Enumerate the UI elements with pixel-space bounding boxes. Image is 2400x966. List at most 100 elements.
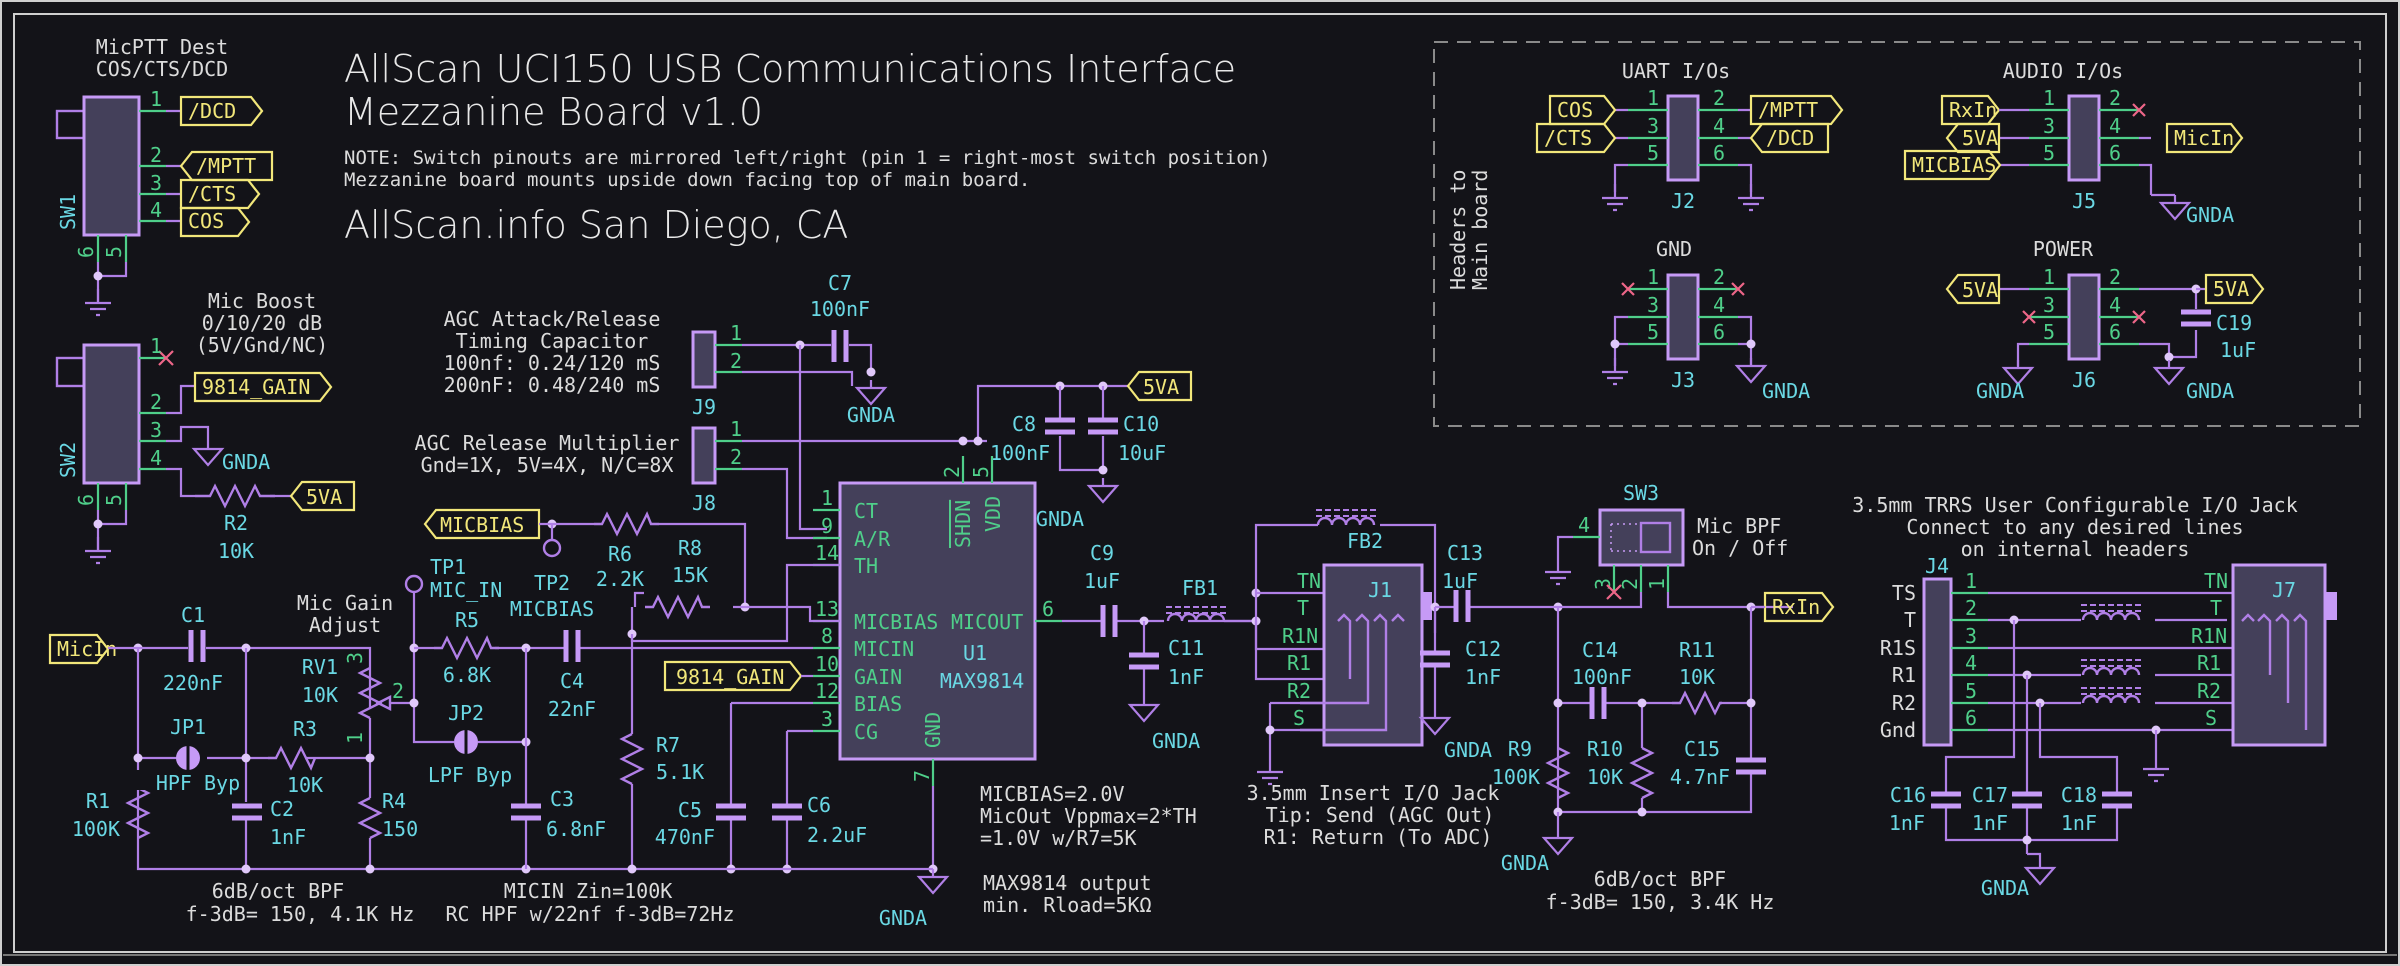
micin-zin-note1: MICIN Zin=100K: [504, 879, 673, 903]
c5-ref: C5: [678, 798, 702, 822]
sw2-caption2: 0/10/20 dB: [202, 311, 322, 335]
sw2-caption1: Mic Boost: [208, 289, 316, 313]
sw3-ref: SW3: [1623, 481, 1659, 505]
title-note2: Mezzanine board mounts upside down facin…: [344, 169, 1030, 191]
rv1-caption1: Mic Gain: [297, 591, 393, 615]
u1-note4: MAX9814 output: [983, 871, 1152, 895]
r7-ref: R7: [656, 733, 680, 757]
j2-pin5: 5: [1647, 141, 1659, 165]
r9-ref: R9: [1508, 737, 1532, 761]
c7-value: 100nF: [810, 297, 870, 321]
r10-ref: R10: [1587, 737, 1623, 761]
r3-ref: R3: [293, 717, 317, 741]
j3-pin5: 5: [1647, 320, 1659, 344]
input-bpf-note2: f-3dB= 150, 4.1K Hz: [186, 902, 415, 926]
u1-pin-micbias-num: 13: [815, 597, 839, 621]
u1-pin-cg-num: 3: [821, 707, 833, 731]
rv1-value: 10K: [302, 683, 338, 707]
sw2-gnda: GNDA: [222, 450, 270, 474]
c9-value: 1uF: [1084, 569, 1120, 593]
title-line2: Mezzanine Board v1.0: [344, 90, 763, 134]
c10-value: 10uF: [1118, 441, 1166, 465]
c7-gnda: GNDA: [847, 403, 895, 427]
j5-pin4: 4: [2109, 114, 2121, 138]
j5-ref: J5: [2072, 189, 2096, 213]
c15-ref: C15: [1684, 737, 1720, 761]
c3-ref: C3: [550, 787, 574, 811]
c11-ref: C11: [1168, 636, 1204, 660]
j2-label-mptt: /MPTT: [1758, 98, 1818, 122]
c4-ref: C4: [560, 669, 584, 693]
jp2-ref: JP2: [448, 701, 484, 725]
output-section: C9 1uF C11 1nF GNDA FB1 J1 TN T R1N R1 R…: [1062, 509, 1501, 849]
sw1-caption2: COS/CTS/DCD: [96, 57, 228, 81]
sw2-pin4: 4: [150, 446, 162, 470]
c6-ref: C6: [807, 793, 831, 817]
j7-pin-r1: R1: [2197, 651, 2221, 675]
u1-pin-ct-num: 1: [821, 486, 833, 510]
c13-ref: C13: [1447, 541, 1483, 565]
c12-value: 1nF: [1465, 665, 1501, 689]
r4-ref: R4: [382, 789, 406, 813]
c10-gnda: GNDA: [1036, 507, 1084, 531]
j3-ref: J3: [1671, 368, 1695, 392]
c9-ref: C9: [1090, 541, 1114, 565]
net-label-5va-vdd: 5VA: [1143, 375, 1179, 399]
sw1-pin5: 5: [102, 246, 126, 258]
c17-ref: C17: [1972, 783, 2008, 807]
c2-ref: C2: [270, 797, 294, 821]
sw1-pin4: 4: [150, 198, 162, 222]
c5-value: 470nF: [655, 825, 715, 849]
u1-pin-th-num: 14: [815, 541, 839, 565]
r1-value: 100K: [72, 817, 120, 841]
sw2-pin6: 6: [74, 494, 98, 506]
fb2-ref: FB2: [1347, 529, 1383, 553]
c19-value: 1uF: [2220, 338, 2256, 362]
j1-jack: [1322, 563, 1424, 747]
j6-pin4: 4: [2109, 293, 2121, 317]
r2-value: 10K: [218, 539, 254, 563]
c13-value: 1uF: [1442, 569, 1478, 593]
net-label-micin: MicIn: [57, 637, 117, 661]
j8-pin1: 1: [730, 417, 742, 441]
micin-zin-note2: RC HPF w/22nf f-3dB=72Hz: [446, 902, 735, 926]
net-label-cos: COS: [188, 209, 224, 233]
c18-ref: C18: [2061, 783, 2097, 807]
j6-ref: J6: [2072, 368, 2096, 392]
j3-pin6: 6: [1713, 320, 1725, 344]
c19-ref: C19: [2216, 311, 2252, 335]
j9-ref: J9: [692, 395, 716, 419]
u1-pin-ct: CT: [854, 499, 878, 523]
sw3-caption2: On / Off: [1692, 536, 1788, 560]
u1-pin-gnd-num: 7: [910, 770, 934, 782]
agc-mult-caption2: Gnd=1X, 5V=4X, N/C=8X: [421, 453, 674, 477]
sw1-pin2: 2: [150, 143, 162, 167]
j3-title: GND: [1656, 237, 1692, 261]
trrs-gnda: GNDA: [1981, 876, 2029, 900]
sw3-pin2: 2: [1618, 578, 1642, 590]
r9-value: 100K: [1492, 765, 1540, 789]
u1-pin-micin: MICIN: [854, 637, 914, 661]
u1-ref: U1: [963, 641, 987, 665]
c8-value: 100nF: [990, 441, 1050, 465]
jp1-name: HPF Byp: [156, 771, 240, 795]
j1-note1: 3.5mm Insert I/O Jack: [1247, 781, 1500, 805]
jp1-ref: JP1: [170, 715, 206, 739]
u1-pin-shdn-num: 2: [940, 466, 964, 478]
j5-label-5va: 5VA: [1962, 126, 1998, 150]
u1-pin-shdn: SHDN: [951, 500, 975, 548]
c8-ref: C8: [1012, 412, 1036, 436]
agc-section: AGC Attack/Release Timing Capacitor 100n…: [415, 271, 987, 540]
sw1-pin3: 3: [150, 171, 162, 195]
j2-pin1: 1: [1647, 86, 1659, 110]
r8-ref: R8: [678, 536, 702, 560]
u1-pin-gnd: GND: [921, 712, 945, 748]
c3-value: 6.8nF: [546, 817, 606, 841]
j2-header: [1666, 94, 1700, 182]
u1-pin-cg: CG: [854, 720, 878, 744]
sw2-switch: Mic Boost 0/10/20 dB (5V/Gnd/NC) SW2 GND…: [55, 289, 356, 565]
j4-header: [1922, 577, 1953, 747]
j4-name-r2: R2: [1892, 691, 1916, 715]
